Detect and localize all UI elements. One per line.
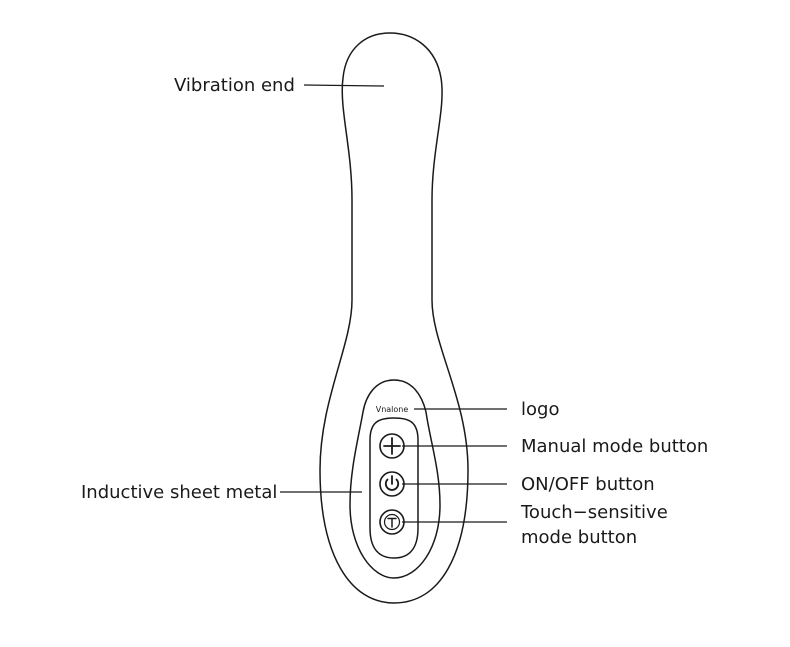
label-vibration-end: Vibration end bbox=[174, 75, 295, 96]
touch-icon bbox=[383, 513, 401, 531]
label-manual-mode-button: Manual mode button bbox=[521, 436, 708, 457]
button-panel bbox=[369, 417, 419, 559]
label-logo: logo bbox=[521, 399, 559, 420]
power-icon bbox=[384, 475, 400, 491]
device-logo-text: Vnalone bbox=[376, 405, 409, 414]
label-on-off-button: ON/OFF button bbox=[521, 474, 655, 495]
label-touch-sensitive-line1: Touch−sensitive bbox=[520, 502, 668, 523]
inductive-sheet-metal-ring bbox=[349, 379, 441, 579]
leader-vibration-end bbox=[303, 84, 385, 87]
device-body-outline bbox=[319, 32, 469, 604]
touch-sensitive-mode-button[interactable] bbox=[379, 509, 405, 535]
on-off-button[interactable] bbox=[379, 471, 405, 497]
label-touch-sensitive-line2: mode button bbox=[521, 527, 637, 548]
manual-mode-button[interactable] bbox=[379, 433, 405, 459]
label-inductive-sheet-metal: Inductive sheet metal bbox=[81, 482, 277, 503]
plus-icon bbox=[383, 437, 401, 455]
